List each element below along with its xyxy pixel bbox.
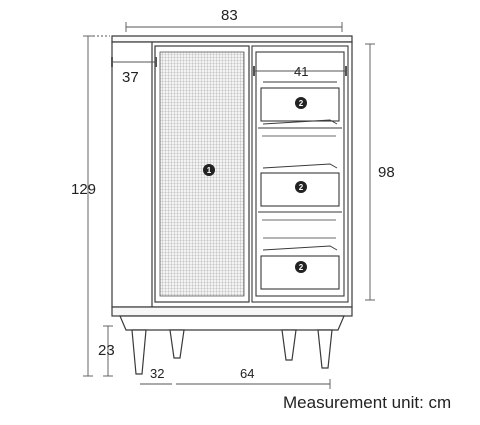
dim-sliding-door-height: 98 — [378, 164, 395, 181]
dimension-lines — [83, 22, 375, 389]
part-badge-drawer-2: 2 — [295, 181, 307, 193]
measurement-unit-note: Measurement unit: cm — [283, 393, 451, 412]
dim-total-height: 129 — [71, 181, 96, 198]
dim-total-width: 83 — [221, 7, 238, 24]
part-badge-drawer-3: 2 — [295, 261, 307, 273]
leg-back-left — [169, 329, 185, 359]
rattan-panel — [159, 51, 245, 297]
dim-inner-width: 41 — [294, 64, 308, 79]
legs — [131, 329, 333, 375]
leg-back-right — [281, 329, 297, 361]
part-number-2c: 2 — [299, 263, 304, 272]
dim-leg-height: 23 — [98, 342, 115, 359]
bottom-plinth — [111, 306, 353, 317]
top-panel — [111, 35, 353, 43]
dim-depth-top: 37 — [122, 69, 139, 86]
drawer-1 — [260, 87, 340, 122]
part-number-2a: 2 — [299, 99, 304, 108]
part-badge-drawer-1: 2 — [295, 97, 307, 109]
drawer-3 — [260, 255, 340, 290]
dim-leg-depth: 32 — [150, 366, 164, 381]
drawer-section — [251, 45, 349, 303]
part-badge-rattan-door: 1 — [203, 164, 215, 176]
leg-front-right — [317, 329, 333, 369]
rattan-door — [154, 45, 250, 303]
leg-front-left — [131, 329, 147, 375]
base-apron — [119, 315, 345, 331]
part-number-2b: 2 — [299, 183, 304, 192]
drawer-2 — [260, 172, 340, 207]
dim-base-width: 64 — [240, 366, 254, 381]
part-number-1: 1 — [207, 166, 212, 175]
